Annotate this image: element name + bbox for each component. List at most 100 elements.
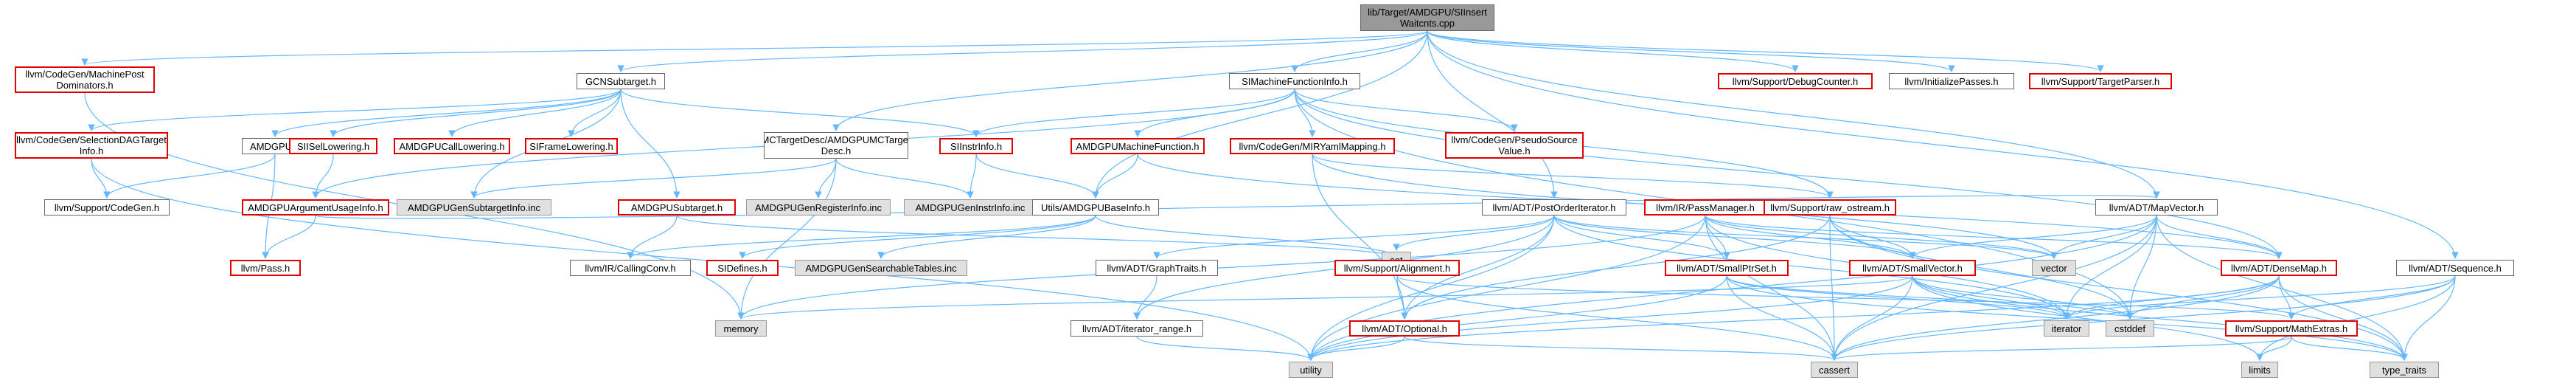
edge-rawos-to-cstddef	[1829, 215, 2134, 320]
edge-passmgr-to-densemap	[1705, 215, 2283, 259]
edge-postorder-to-vector	[1553, 215, 2058, 259]
edge-sequence-to-mathextras	[2288, 275, 2456, 320]
edge-mapvec-to-vector	[2050, 215, 2157, 259]
edge-gcn-to-siisel	[330, 89, 622, 137]
edge-smallptrset-to-utility	[1307, 275, 1727, 361]
edge-smallvec-to-limits	[1912, 275, 2263, 361]
node-mathextras[interactable]: llvm/Support/MathExtras.h	[2225, 320, 2358, 337]
edge-root-to-initpasses	[1427, 30, 1955, 72]
node-densemap[interactable]: llvm/ADT/DenseMap.h	[2221, 260, 2337, 276]
edge-optional-to-utility	[1307, 336, 1405, 361]
edge-smallvec-to-iterator	[1912, 275, 2070, 320]
edge-postorder-to-iterator	[1553, 215, 2070, 320]
node-iterrange[interactable]: llvm/ADT/iterator_range.h	[1071, 320, 1203, 337]
edge-smallvec-to-typetraits	[1912, 275, 2408, 361]
node-pass[interactable]: llvm/Pass.h	[230, 260, 301, 276]
node-optional[interactable]: llvm/ADT/Optional.h	[1349, 320, 1460, 337]
node-mir[interactable]: llvm/CodeGen/MIRYamlMapping.h	[1230, 138, 1395, 154]
edge-mapvec-to-densemap	[2156, 215, 2283, 259]
edge-argusage-to-pass	[262, 215, 316, 259]
edge-root-to-mapvec	[1427, 30, 2160, 199]
edge-densemap-to-cstddef	[2126, 275, 2280, 320]
node-siinstr[interactable]: SIInstrInfo.h	[939, 138, 1013, 154]
edge-postorder-to-optional	[1401, 215, 1555, 320]
node-rawos[interactable]: llvm/Support/raw_ostream.h	[1764, 199, 1896, 216]
node-typetraits: type_traits	[2370, 362, 2439, 378]
edge-root-to-debugcounter	[1427, 30, 1799, 72]
edge-mctarget-to-geninstr	[835, 158, 974, 199]
edge-mathextras-to-typetraits	[2291, 336, 2408, 361]
edge-sequence-to-cassert	[1831, 275, 2456, 361]
node-smallptrset[interactable]: llvm/ADT/SmallPtrSet.h	[1665, 260, 1789, 276]
node-gcn[interactable]: GCNSubtarget.h	[577, 73, 665, 89]
edge-smallptrset-to-cassert	[1726, 275, 1838, 361]
node-utility: utility	[1289, 362, 1333, 378]
node-pseudo[interactable]: llvm/CodeGen/PseudoSource Value.h	[1445, 132, 1584, 159]
edge-root-to-mpd	[81, 30, 1428, 66]
edge-root-to-mctarget	[832, 30, 1428, 131]
node-root[interactable]: lib/Target/AMDGPU/SIInsert Waitcnts.cpp	[1360, 4, 1494, 31]
node-utils[interactable]: Utils/AMDGPUBaseInfo.h	[1032, 199, 1159, 216]
node-amdcall[interactable]: AMDGPUCallLowering.h	[394, 138, 510, 154]
node-amdmf[interactable]: AMDGPUMachineFunction.h	[1071, 138, 1205, 154]
edge-root-to-gcn	[617, 30, 1428, 72]
edge-passmgr-to-smallvec	[1705, 215, 1916, 259]
edge-mctarget-to-memory	[737, 158, 837, 320]
edge-utils-to-callconv	[627, 215, 1096, 259]
node-callconv[interactable]: llvm/IR/CallingConv.h	[570, 260, 691, 276]
node-mpd[interactable]: llvm/CodeGen/MachinePost Dominators.h	[15, 66, 155, 93]
edge-root-to-postorder	[1427, 30, 1558, 199]
node-graphtraits[interactable]: llvm/ADT/GraphTraits.h	[1096, 260, 1218, 276]
edge-optional-to-cassert	[1404, 336, 1838, 361]
edge-mapvec-to-cassert	[1831, 215, 2157, 361]
edge-siinstr-to-utils	[975, 154, 1099, 199]
edge-postorder-to-set	[1393, 215, 1555, 251]
node-genreg: AMDGPUGenRegisterInfo.inc	[746, 199, 891, 216]
edge-smallptrset-to-cstddef	[1726, 275, 2134, 320]
edge-simfi-to-siinstr	[972, 89, 1295, 137]
node-postorder[interactable]: llvm/ADT/PostOrderIterator.h	[1482, 199, 1626, 216]
node-simfi[interactable]: SIMachineFunctionInfo.h	[1229, 73, 1360, 89]
node-mapvec[interactable]: llvm/ADT/MapVector.h	[2095, 199, 2218, 216]
edge-graphtraits-to-iterrange	[1133, 275, 1158, 320]
node-seldag[interactable]: llvm/CodeGen/SelectionDAGTarget Info.h	[15, 132, 168, 159]
node-alignment[interactable]: llvm/Support/Alignment.h	[1334, 260, 1460, 276]
edge-mctarget-to-gensub	[470, 158, 837, 199]
edge-rawos-to-cassert	[1829, 215, 1838, 361]
node-mctarget[interactable]: MCTargetDesc/AMDGPUMCTarget Desc.h	[764, 132, 908, 159]
node-debugcounter[interactable]: llvm/Support/DebugCounter.h	[1718, 73, 1873, 89]
node-targetparser[interactable]: llvm/Support/TargetParser.h	[2029, 73, 2172, 89]
node-geninstr: AMDGPUGenInstrInfo.inc	[904, 199, 1037, 216]
node-siisel[interactable]: SIISelLowering.h	[289, 138, 377, 154]
node-initpasses[interactable]: llvm/InitializePasses.h	[1889, 73, 2014, 89]
node-memory: memory	[715, 320, 767, 337]
edge-sequence-to-typetraits	[2401, 275, 2456, 361]
edge-root-to-utils	[1092, 30, 1428, 199]
edge-densemap-to-cassert	[1831, 275, 2280, 361]
edge-argusage-to-mapvec	[315, 190, 2159, 219]
edge-seldag-to-cgcodegen	[91, 158, 111, 199]
node-iterator: iterator	[2044, 320, 2089, 337]
node-sidefines[interactable]: SIDefines.h	[706, 260, 779, 276]
node-cassert: cassert	[1811, 362, 1858, 378]
node-cgcodegen[interactable]: llvm/Support/CodeGen.h	[44, 199, 170, 216]
node-passmgr[interactable]: llvm/IR/PassManager.h	[1644, 199, 1766, 216]
edge-sequence-to-limits	[2256, 275, 2456, 361]
edge-mathextras-to-cassert	[1831, 336, 2292, 361]
node-smallvec[interactable]: llvm/ADT/SmallVector.h	[1849, 260, 1976, 276]
node-limits: limits	[2241, 362, 2278, 378]
edge-alignment-to-optional	[1396, 275, 1408, 320]
edge-smallvec-to-cassert	[1831, 275, 1913, 361]
edge-passmgr-to-utility	[1307, 215, 1706, 361]
node-argusage[interactable]: AMDGPUArgumentUsageInfo.h	[242, 199, 389, 216]
node-amdsub[interactable]: AMDGPUSubtarget.h	[618, 199, 736, 216]
edge-siinstr-to-geninstr	[967, 154, 977, 199]
node-vector: vector	[2032, 260, 2076, 276]
node-siframe[interactable]: SIFrameLowering.h	[525, 138, 618, 154]
edge-mapvec-to-smallvec	[1909, 215, 2157, 259]
edge-mctarget-to-genreg	[815, 158, 837, 199]
edge-simfi-to-pseudo	[1294, 89, 1518, 131]
node-sequence[interactable]: llvm/ADT/Sequence.h	[2396, 260, 2514, 276]
edge-iterrange-to-utility	[1136, 336, 1315, 361]
